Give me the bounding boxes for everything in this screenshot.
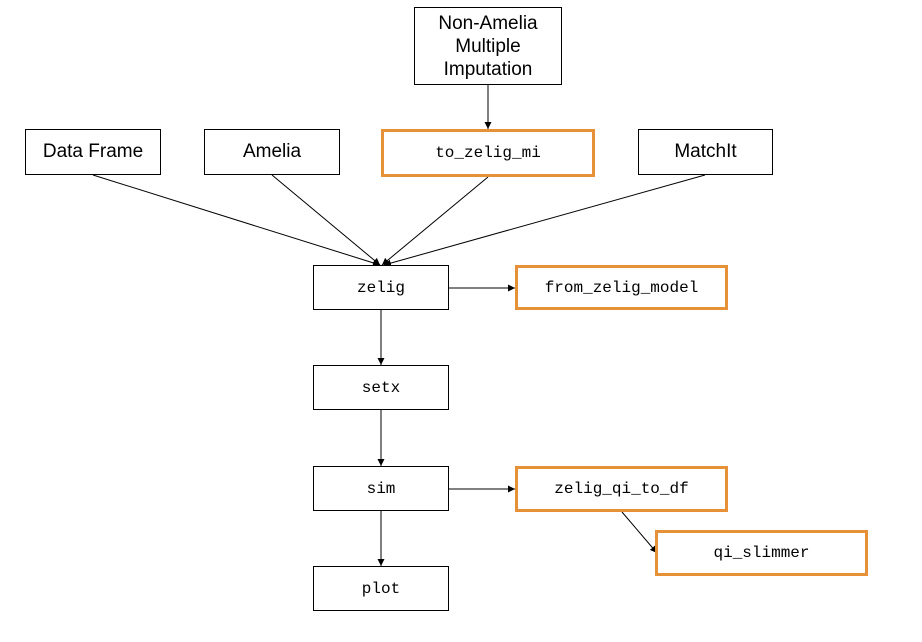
node-zelig-label: zelig [356, 278, 405, 297]
node-data-frame-label: Data Frame [42, 141, 144, 162]
node-setx-label: setx [361, 378, 401, 397]
node-non-amelia-multiple-imputation: Non-Amelia Multiple Imputation [414, 7, 562, 85]
node-sim: sim [313, 466, 449, 511]
node-amelia: Amelia [204, 129, 340, 175]
edge-tozeligmi-to-zelig [381, 176, 489, 266]
node-matchit-label: MatchIt [674, 141, 737, 162]
node-from-zelig-model: from_zelig_model [515, 265, 728, 310]
node-qi-slimmer: qi_slimmer [655, 530, 868, 576]
node-data-frame: Data Frame [25, 129, 161, 175]
node-matchit: MatchIt [638, 129, 773, 175]
node-plot-label: plot [361, 579, 401, 598]
edge-matchit-to-zelig [383, 174, 706, 267]
node-to-zelig-mi-label: to_zelig_mi [435, 144, 541, 162]
node-non-amelia-label: Non-Amelia Multiple Imputation [438, 12, 538, 80]
edge-amelia-to-zelig [271, 174, 381, 266]
node-zelig-qi-to-df-label: zelig_qi_to_df [554, 480, 689, 498]
node-zelig-qi-to-df: zelig_qi_to_df [515, 466, 728, 512]
node-qi-slimmer-label: qi_slimmer [713, 544, 810, 562]
node-from-zelig-model-label: from_zelig_model [544, 278, 699, 297]
edge-zeligqi-to-qislimmer [621, 511, 658, 554]
edge-dataframe-to-zelig [92, 174, 381, 267]
node-plot: plot [313, 566, 449, 611]
node-amelia-label: Amelia [242, 141, 302, 162]
node-to-zelig-mi: to_zelig_mi [381, 129, 595, 177]
node-setx: setx [313, 365, 449, 410]
node-sim-label: sim [366, 479, 396, 498]
node-zelig: zelig [313, 265, 449, 310]
